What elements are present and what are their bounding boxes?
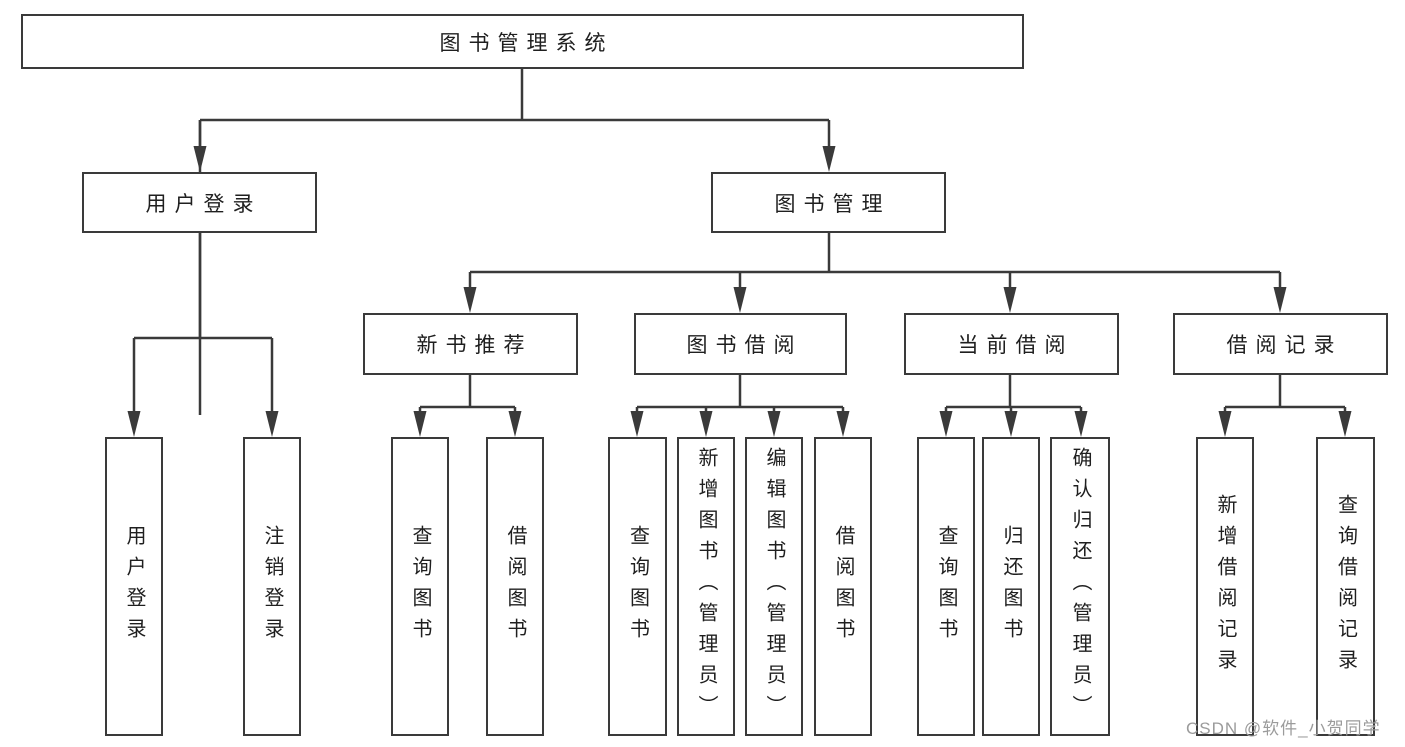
connector-book-management-children xyxy=(463,233,1287,313)
connector-book-borrow-children xyxy=(630,375,850,437)
csdn-watermark: CSDN @软件_小贺同学 xyxy=(1186,719,1381,738)
leaf-confirm-return-admin: 确认归还（管理员） xyxy=(1050,437,1110,736)
node-book-management: 图书管理 xyxy=(711,172,946,233)
connector-new-book-children xyxy=(413,375,522,437)
leaf-edit-book-admin: 编辑图书（管理员） xyxy=(745,437,803,736)
leaf-user-login: 用户登录 xyxy=(105,437,163,736)
leaf-borrow-books-borrow: 借阅图书 xyxy=(814,437,872,736)
leaf-query-books-recommend: 查询图书 xyxy=(391,437,449,736)
leaf-add-borrow-record: 新增借阅记录 xyxy=(1196,437,1254,736)
leaf-return-books: 归还图书 xyxy=(982,437,1040,736)
node-current-borrow: 当前借阅 xyxy=(904,313,1119,375)
node-user-login: 用户登录 xyxy=(82,172,317,233)
node-root: 图书管理系统 xyxy=(21,14,1024,69)
leaf-borrow-books-recommend: 借阅图书 xyxy=(486,437,544,736)
connector-user-login-children xyxy=(127,233,279,437)
node-book-borrow: 图书借阅 xyxy=(634,313,847,375)
node-borrow-records: 借阅记录 xyxy=(1173,313,1388,375)
node-new-book-recommend: 新书推荐 xyxy=(363,313,578,375)
leaf-query-books-current: 查询图书 xyxy=(917,437,975,736)
connector-borrow-record-children xyxy=(1218,375,1352,437)
connector-current-borrow-children xyxy=(939,375,1088,437)
leaf-query-borrow-record: 查询借阅记录 xyxy=(1316,437,1375,736)
leaf-query-books-borrow: 查询图书 xyxy=(608,437,667,736)
leaf-logout: 注销登录 xyxy=(243,437,301,736)
leaf-add-book-admin: 新增图书（管理员） xyxy=(677,437,735,736)
